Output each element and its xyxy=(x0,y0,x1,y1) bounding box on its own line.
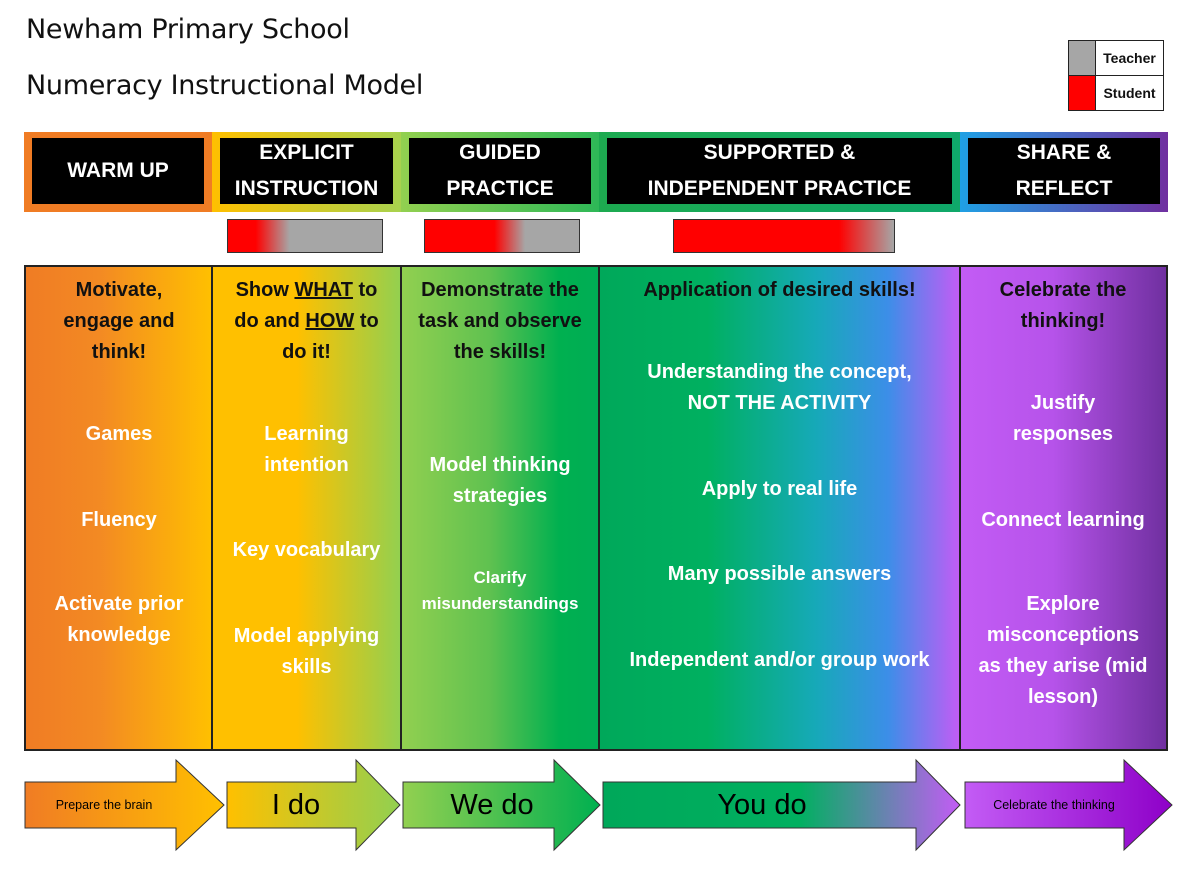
student-swatch xyxy=(1069,76,1096,110)
guided-practice-balance-bar xyxy=(424,219,580,253)
column-divider xyxy=(959,265,961,751)
column-heading: Demonstrate the task and observe the ski… xyxy=(418,279,582,363)
arrow-label: Celebrate the thinking xyxy=(993,798,1115,812)
column-heading: Celebrate the thinking! xyxy=(999,279,1127,332)
stage-title: GUIDED PRACTICE xyxy=(409,138,591,204)
column-item: Independent and/or group work xyxy=(629,649,930,671)
column-item: Justify responses xyxy=(1012,392,1114,445)
stage-share-reflect: SHARE & REFLECT xyxy=(960,132,1168,212)
arrow-we-do: We do xyxy=(402,758,602,854)
column-item: Key vocabulary xyxy=(232,539,381,561)
column-item: Connect learning xyxy=(981,509,1145,531)
arrow-prepare-the-brain: Prepare the brain xyxy=(24,758,226,854)
explicit-instruction-balance-bar xyxy=(227,219,383,253)
stage-title: EXPLICIT INSTRUCTION xyxy=(220,138,393,204)
stage-title: WARM UP xyxy=(32,138,204,204)
column-item: Clarify misunderstandings xyxy=(421,568,579,613)
stage-title: SUPPORTED & INDEPENDENT PRACTICE xyxy=(607,138,952,204)
column-guided-practice: Demonstrate the task and observe the ski… xyxy=(401,265,599,751)
model-title: Numeracy Instructional Model xyxy=(26,70,424,101)
column-supported-independent-practice: Application of desired skills! Understan… xyxy=(599,265,960,751)
stage-explicit-instruction: EXPLICIT INSTRUCTION xyxy=(212,132,401,212)
column-heading: Application of desired skills! xyxy=(643,279,916,301)
arrow-you-do: You do xyxy=(602,758,962,854)
column-item: Many possible answers xyxy=(667,563,892,585)
column-divider xyxy=(400,265,402,751)
legend-student: Student xyxy=(1069,76,1163,110)
column-divider xyxy=(211,265,213,751)
column-warm-up: Motivate, engage and think! Games Fluenc… xyxy=(24,265,212,751)
school-name: Newham Primary School xyxy=(26,14,350,45)
legend: Teacher Student xyxy=(1068,40,1164,111)
column-heading: Show WHAT to do and HOW to do it! xyxy=(234,279,379,363)
stage-title: SHARE & REFLECT xyxy=(968,138,1160,204)
column-share-reflect: Celebrate the thinking! Justify response… xyxy=(960,265,1168,751)
arrow-label: Prepare the brain xyxy=(55,798,153,812)
arrow-label: You do xyxy=(717,788,807,821)
column-item: Apply to real life xyxy=(701,478,858,500)
column-item: Learning intention xyxy=(264,423,349,476)
column-item: Games xyxy=(85,423,153,445)
stage-guided-practice: GUIDED PRACTICE xyxy=(401,132,599,212)
arrow-label: We do xyxy=(450,788,534,821)
column-heading: Motivate, engage and think! xyxy=(63,279,175,363)
arrow-label: I do xyxy=(271,788,321,821)
column-item: Model thinking strategies xyxy=(429,454,571,507)
independent-practice-balance-bar xyxy=(673,219,895,253)
column-divider xyxy=(598,265,600,751)
column-item: Model applying skills xyxy=(233,625,380,678)
arrow-celebrate-the-thinking: Celebrate the thinking xyxy=(964,758,1174,854)
column-explicit-instruction: Show WHAT to do and HOW to do it! Learni… xyxy=(212,265,401,751)
arrow-i-do: I do xyxy=(226,758,402,854)
legend-student-label: Student xyxy=(1103,85,1156,101)
stage-warm-up: WARM UP xyxy=(24,132,212,212)
column-item: Explore misconceptions as they arise (mi… xyxy=(978,593,1148,708)
legend-teacher: Teacher xyxy=(1069,41,1163,76)
column-item: Understanding the concept, NOT THE ACTIV… xyxy=(647,361,912,414)
stage-supported-independent-practice: SUPPORTED & INDEPENDENT PRACTICE xyxy=(599,132,960,212)
column-item: Fluency xyxy=(81,509,157,531)
teacher-swatch xyxy=(1069,41,1096,75)
column-item: Activate prior knowledge xyxy=(54,593,184,646)
legend-teacher-label: Teacher xyxy=(1103,50,1156,66)
